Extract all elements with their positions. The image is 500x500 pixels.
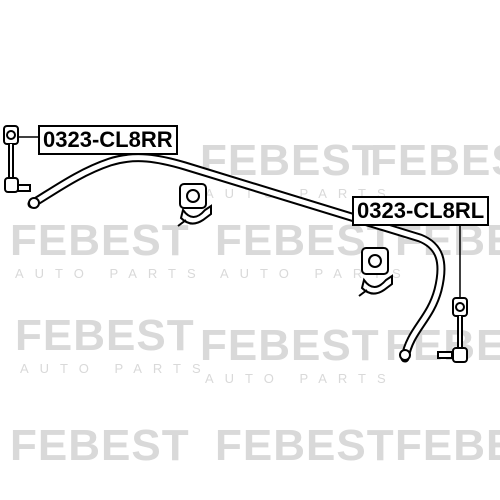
watermark-brand: FEBEST: [385, 321, 500, 370]
watermark-brand: FEBEST: [215, 421, 395, 470]
watermark-tagline: AUTO PARTS: [15, 266, 207, 281]
right-link-upper-stud: [455, 302, 465, 312]
watermark-tagline: AUTO PARTS: [220, 266, 412, 281]
left-stabilizer-link: [3, 125, 38, 193]
watermark-brand: FEBEST: [10, 216, 190, 265]
watermark-1: FEBEST AUTO PARTS: [200, 136, 386, 201]
left-link-upper-stud: [6, 130, 16, 140]
left-bracket-leg: [177, 219, 187, 227]
watermark-layer: FEBEST AUTO PARTS FEBEST FEBEST AUTO PAR…: [10, 136, 500, 470]
watermark-2: FEBEST: [370, 136, 500, 185]
bar-end-left: [28, 197, 40, 209]
watermark-tagline: AUTO PARTS: [20, 361, 212, 376]
watermark-tagline: AUTO PARTS: [205, 371, 397, 386]
bar-end-right: [399, 349, 411, 361]
watermark-7: FEBEST AUTO PARTS: [200, 321, 397, 386]
left-bushing-assembly: [177, 183, 212, 227]
right-bracket-leg: [358, 289, 368, 297]
stabilizer-bar: [27, 153, 446, 363]
stabilizer-bar-core: [29, 155, 444, 361]
watermark-9: FEBEST FEBEST FEBEST: [10, 421, 500, 470]
watermark-brand: FEBEST: [370, 136, 500, 185]
part-number-right-link: 0323-CL8RL: [352, 196, 490, 226]
right-bushing-assembly: [358, 247, 393, 297]
watermark-6: FEBEST AUTO PARTS: [15, 311, 212, 376]
right-stabilizer-link: [437, 222, 468, 363]
watermark-brand: FEBEST: [395, 421, 500, 470]
left-link-nut: [17, 184, 31, 192]
right-link-lower-ball: [452, 347, 468, 363]
left-bracket: [179, 204, 212, 225]
part-number-left-link: 0323-CL8RR: [38, 125, 178, 155]
right-bracket: [360, 274, 393, 295]
watermark-3: FEBEST AUTO PARTS: [10, 216, 207, 281]
left-link-lower-ball: [4, 177, 19, 193]
watermark-brand: FEBEST: [200, 321, 380, 370]
right-link-nut: [437, 351, 453, 359]
left-bushing-hole: [186, 189, 200, 203]
watermark-8: FEBEST: [385, 321, 500, 370]
watermark-brand: FEBEST: [10, 421, 190, 470]
right-bushing-hole: [368, 254, 382, 268]
watermark-brand: FEBEST: [15, 311, 195, 360]
